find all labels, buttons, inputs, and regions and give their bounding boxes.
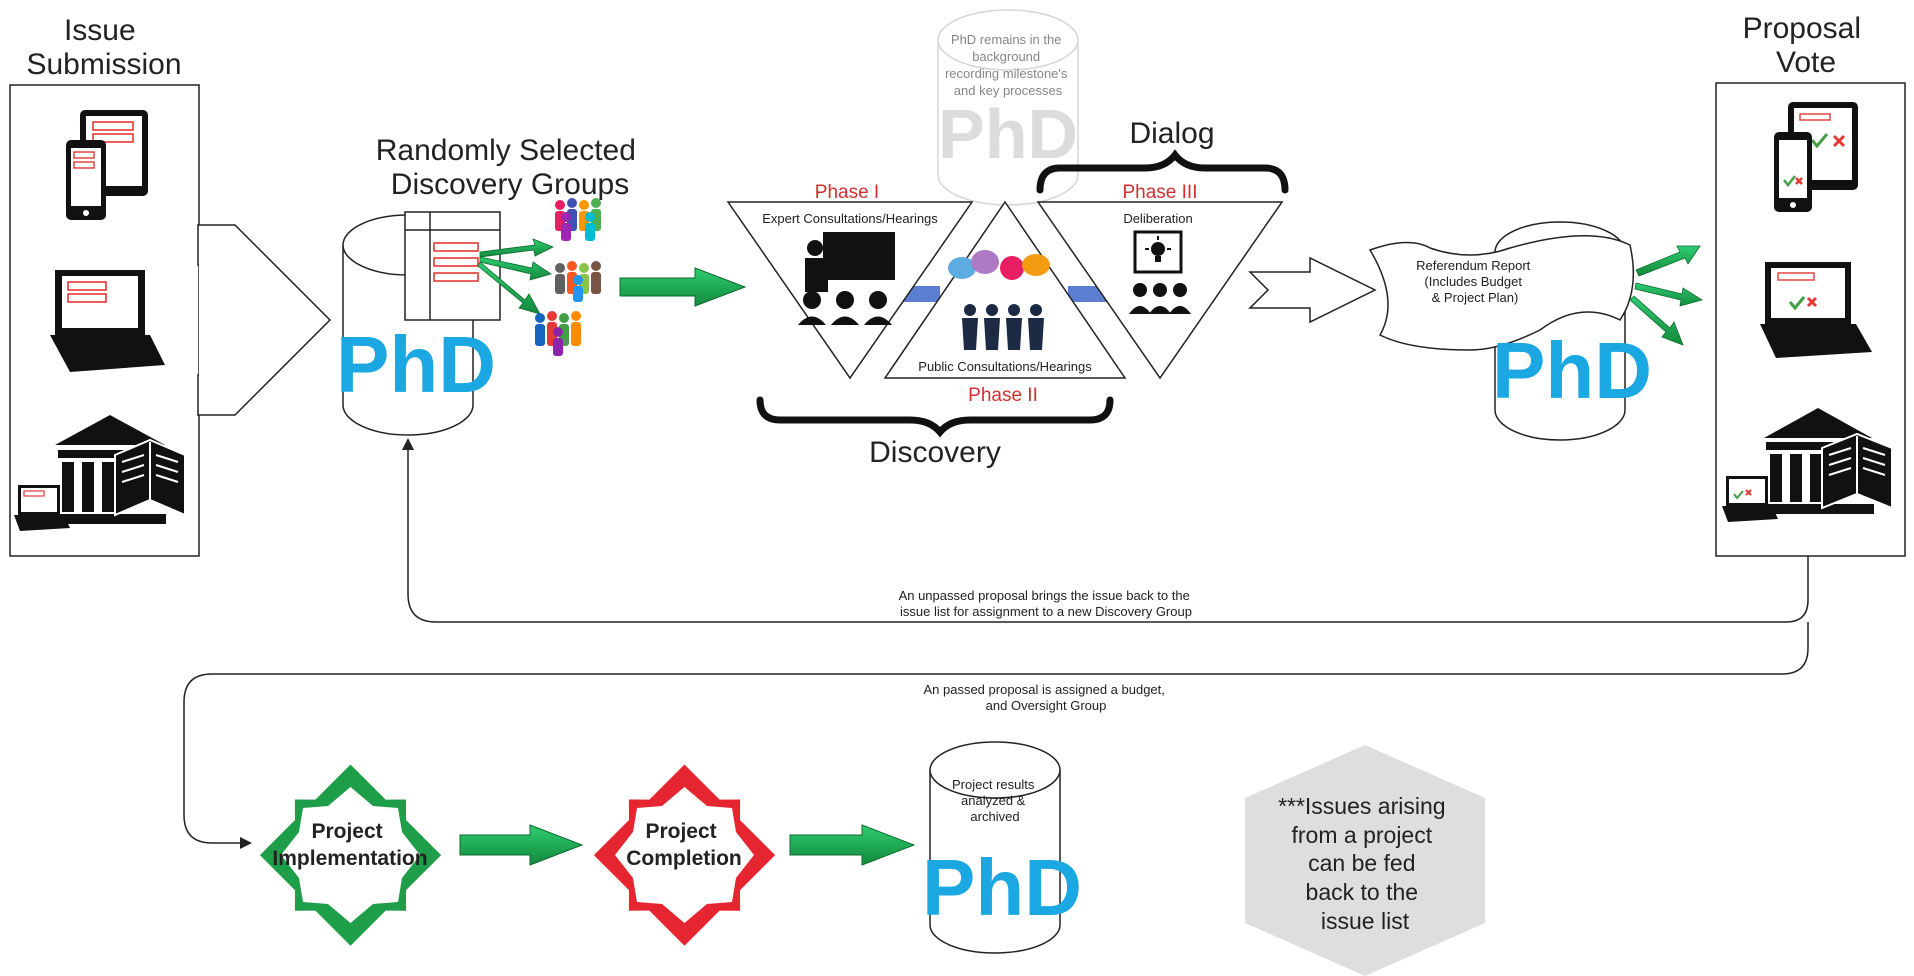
submission-arrow <box>197 224 332 416</box>
proposal-vote-title-line1: Proposal <box>1743 12 1861 45</box>
public-consultations-label: Public Consultations/Hearings <box>918 359 1092 374</box>
vote-arrows <box>1629 245 1703 346</box>
svg-text:Issue Submission: Issue Submission <box>26 14 181 81</box>
discovery-label: Discovery <box>869 436 1001 469</box>
background-note: PhD remains in the background recording … <box>945 32 1071 98</box>
referendum-scroll <box>1368 235 1635 351</box>
dialog-brace <box>1036 149 1289 194</box>
phd-label-4: PhD <box>922 843 1082 932</box>
issue-submission-title-line1: Issue <box>64 14 136 47</box>
public-speech-icon <box>948 250 1050 350</box>
phd-label-1: PhD <box>336 320 496 409</box>
project-implementation-label: Project Implementation <box>272 820 427 870</box>
groups-title-line2: Discovery Groups <box>391 168 629 201</box>
dialog-label: Dialog <box>1129 117 1214 150</box>
issues-note-hexagon <box>1245 745 1485 976</box>
results-archived-label: Project results analyzed & archived <box>952 777 1038 824</box>
referendum-report-label: Referendum Report (Includes Budget & Pro… <box>1416 258 1534 305</box>
presentation-icon <box>798 232 895 325</box>
passed-proposal-line <box>183 622 1809 849</box>
groups-title-line1: Randomly Selected <box>376 134 636 167</box>
issue-list-icon <box>404 211 501 321</box>
expert-consultations-label: Expert Consultations/Hearings <box>762 211 938 226</box>
crowd-icon-1 <box>555 198 601 241</box>
phase-2-label: Phase II <box>968 385 1038 406</box>
issues-note: ***Issues arising from a project can be … <box>1278 793 1452 934</box>
vote-library-icon <box>1722 408 1893 522</box>
passed-note: An passed proposal is assigned a budget,… <box>923 682 1168 713</box>
phase-3-label: Phase III <box>1123 182 1198 203</box>
project-completion-star <box>593 764 776 946</box>
phd-label-3: PhD <box>1492 326 1652 415</box>
project-completion-label: Project Completion <box>626 820 742 870</box>
arrow-to-referendum <box>1248 256 1377 324</box>
proposal-vote-title-line2: Vote <box>1776 46 1836 79</box>
issue-submission-title-line2: Submission <box>26 48 181 81</box>
crowd-icon-3 <box>535 311 581 356</box>
project-implementation-star <box>259 764 442 946</box>
laptop-icon <box>50 270 165 372</box>
tablet-phone-icon <box>66 110 148 220</box>
phase-1-label: Phase I <box>815 182 879 203</box>
background-phd-label: PhD <box>938 95 1078 173</box>
arrow-to-completion <box>459 824 584 866</box>
library-icon <box>14 415 186 531</box>
deliberation-icon <box>1129 230 1191 314</box>
vote-laptop-icon <box>1760 262 1872 358</box>
crowd-icon-2 <box>555 261 601 302</box>
deliberation-label: Deliberation <box>1123 211 1192 226</box>
phd-database-4 <box>929 741 1061 954</box>
proposal-vote-column: Proposal Vote <box>1715 12 1906 557</box>
arrow-to-phases <box>619 267 747 307</box>
discovery-brace <box>756 396 1114 438</box>
svg-text:Randomly Selected Discover: Randomly Selected Discovery Groups <box>376 134 645 201</box>
unpassed-note: An unpassed proposal brings the issue ba… <box>899 588 1194 619</box>
group-arrows <box>477 238 554 315</box>
arrow-to-archive <box>789 824 916 866</box>
vote-tablet-phone-icon <box>1774 102 1858 212</box>
background-phd-database: PhD <box>937 9 1079 206</box>
unpassed-return-line <box>402 438 1809 623</box>
issue-submission-column: Issue Submission <box>9 14 200 557</box>
svg-text:Proposal Vote: Proposal Vote <box>1743 12 1870 79</box>
